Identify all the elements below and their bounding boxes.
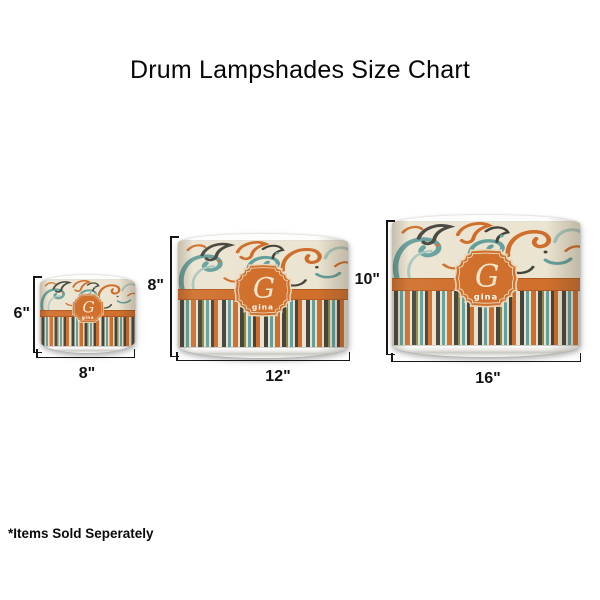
height-dimension-line-small xyxy=(33,276,42,353)
shade-bottom-rim xyxy=(178,347,348,358)
footnote: *Items Sold Seperately xyxy=(8,526,154,541)
monogram-initial: G xyxy=(82,298,94,316)
monogram-initial: G xyxy=(253,271,275,304)
shade-top-rim xyxy=(178,234,348,241)
width-label-medium: 12" xyxy=(265,368,291,385)
shade-top-rim xyxy=(40,275,135,280)
monogram-initial: G xyxy=(475,259,500,294)
width-label-large: 16" xyxy=(475,370,501,387)
lampshade-medium: G gina xyxy=(178,234,348,358)
shade-top-rim xyxy=(392,215,580,223)
height-dimension-line-medium xyxy=(170,236,179,357)
height-dimension-line-large xyxy=(386,220,395,355)
height-label-small: 6" xyxy=(13,305,30,322)
monogram-name: gina xyxy=(252,302,274,311)
height-label-medium: 8" xyxy=(147,277,164,294)
width-label-small: 8" xyxy=(78,365,96,382)
width-dimension-line-large xyxy=(391,353,581,362)
monogram-label: G gina xyxy=(453,248,519,308)
width-dimension-line-medium xyxy=(176,352,350,361)
lampshade-small: G gina xyxy=(40,275,135,353)
height-label-large: 10" xyxy=(354,271,380,288)
monogram-name: gina xyxy=(474,291,498,301)
page-title: Drum Lampshades Size Chart xyxy=(129,56,471,84)
shade-bottom-rim xyxy=(40,345,135,353)
width-dimension-line-small xyxy=(36,349,135,358)
monogram-name: gina xyxy=(81,315,93,320)
monogram-label: G gina xyxy=(233,263,293,317)
lampshade-large: G gina xyxy=(392,215,580,357)
monogram-label: G gina xyxy=(71,293,104,323)
shade-bottom-rim xyxy=(392,344,580,357)
